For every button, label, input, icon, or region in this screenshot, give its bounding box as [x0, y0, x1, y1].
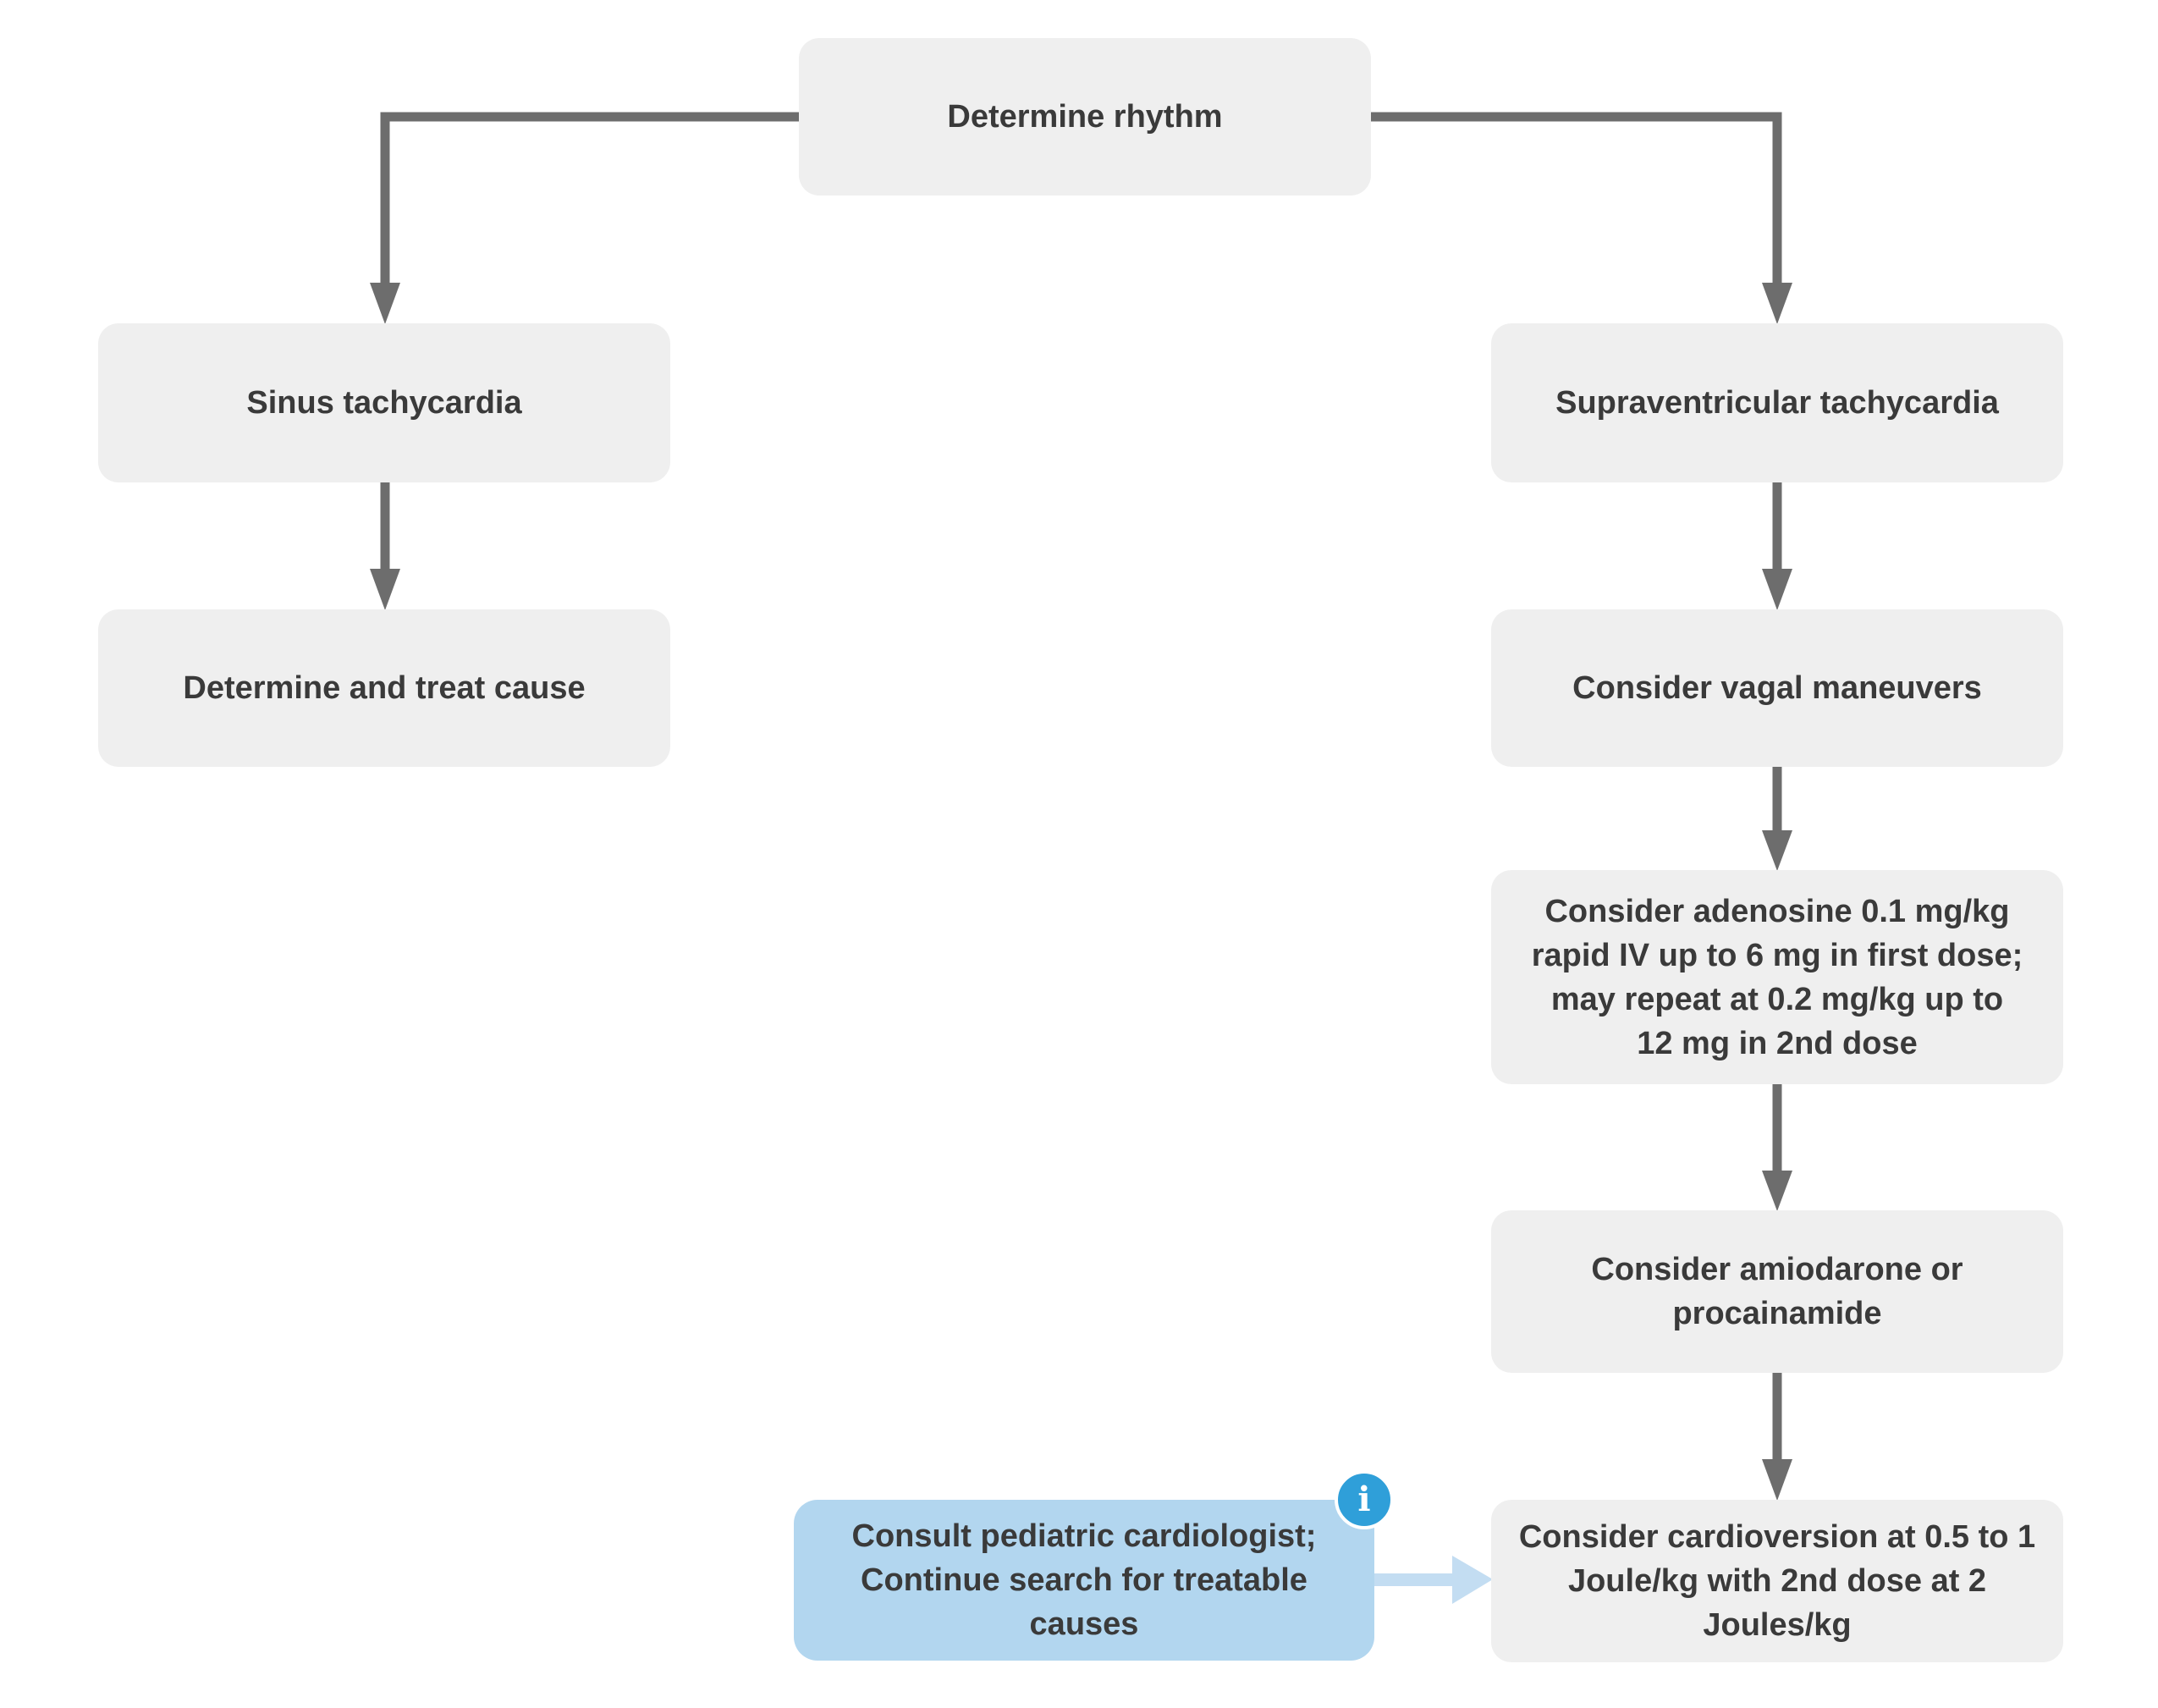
arrow-sinus-to-cause [370, 481, 400, 610]
node-consider-cardioversion-label: Consider cardioversion at 0.5 to 1 Joule… [1518, 1519, 2036, 1643]
node-consider-amiodarone-label: Consider amiodarone or procainamide [1591, 1252, 1963, 1331]
arrow-amiodarone-to-cardioversion [1762, 1371, 1792, 1501]
node-consult-pediatric-cardiologist-label: Consult pediatric cardiologist; Continue… [851, 1518, 1317, 1642]
info-icon-glyph: i [1357, 1479, 1371, 1519]
arrow-svt-to-vagal [1762, 481, 1792, 610]
node-consider-cardioversion: Consider cardioversion at 0.5 to 1 Joule… [1491, 1500, 2063, 1662]
arrow-consult-to-cardioversion [1369, 1556, 1493, 1604]
arrow-vagal-to-adenosine [1762, 765, 1792, 871]
node-consult-pediatric-cardiologist: Consult pediatric cardiologist; Continue… [794, 1500, 1374, 1661]
node-sinus-tachycardia-label: Sinus tachycardia [246, 385, 522, 421]
node-supraventricular-tachycardia-label: Supraventricular tachycardia [1555, 385, 1999, 421]
node-determine-rhythm: Determine rhythm [799, 38, 1371, 196]
arrow-rhythm-to-sinus [370, 112, 799, 324]
info-icon[interactable]: i [1335, 1470, 1394, 1529]
node-supraventricular-tachycardia: Supraventricular tachycardia [1491, 323, 2063, 482]
node-determine-and-treat-cause: Determine and treat cause [98, 609, 670, 767]
node-determine-rhythm-label: Determine rhythm [947, 99, 1223, 135]
node-consider-amiodarone: Consider amiodarone or procainamide [1491, 1210, 2063, 1373]
node-determine-and-treat-cause-label: Determine and treat cause [183, 670, 586, 706]
node-consider-adenosine-label: Consider adenosine 0.1 mg/kg rapid IV up… [1531, 893, 2023, 1061]
node-consider-vagal-maneuvers-label: Consider vagal maneuvers [1572, 670, 1982, 706]
node-consider-vagal-maneuvers: Consider vagal maneuvers [1491, 609, 2063, 767]
node-sinus-tachycardia: Sinus tachycardia [98, 323, 670, 482]
arrow-adenosine-to-amiodarone [1762, 1083, 1792, 1211]
node-consider-adenosine: Consider adenosine 0.1 mg/kg rapid IV up… [1491, 870, 2063, 1084]
arrow-rhythm-to-svt [1371, 112, 1792, 324]
